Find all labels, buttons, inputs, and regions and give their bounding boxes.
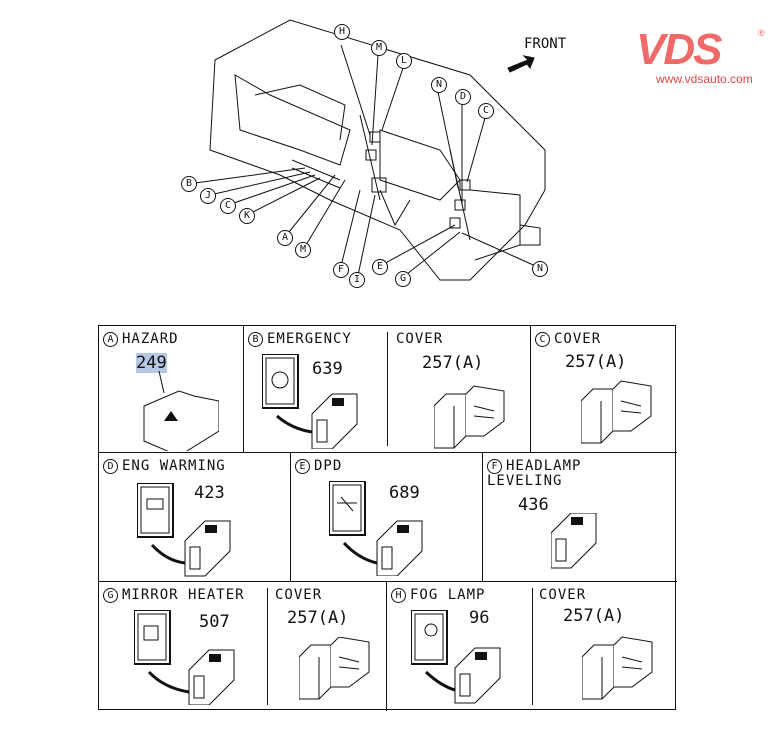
cell-eng-warming: D ENG WARMING 423 <box>99 453 291 582</box>
cell-dpd: E DPD 689 <box>291 453 483 582</box>
part-number: 639 <box>312 359 343 379</box>
logo-url: www.vdsauto.com <box>656 72 753 86</box>
letter-d: D <box>103 459 118 474</box>
callout-g: G <box>395 271 411 287</box>
cell-title: MIRROR HEATER <box>122 587 245 603</box>
cell-title: DPD <box>314 458 343 474</box>
callout-a: A <box>277 230 293 246</box>
callout-n: N <box>431 77 447 93</box>
part-number: 257(A) <box>563 606 625 626</box>
part-number: 96 <box>469 608 490 628</box>
callout-k: K <box>239 208 255 224</box>
front-direction-label: FRONT <box>524 36 567 52</box>
callout-h: H <box>334 24 350 40</box>
part-number: 436 <box>518 495 549 515</box>
cell-title: FOG LAMP <box>410 587 486 603</box>
eng-warming-switch-drawing <box>137 483 231 577</box>
cell-emergency: B EMERGENCY 639 COVER 257(A) <box>244 326 531 453</box>
cell-mirror-heater: G MIRROR HEATER 507 COVER 257(A) <box>99 582 387 711</box>
logo-text: VDS <box>636 25 722 74</box>
letter-c: C <box>535 332 550 347</box>
callout-c2: C <box>220 198 236 214</box>
cell-title: ENG WARMING <box>122 458 226 474</box>
cell-title: EMERGENCY <box>267 331 352 347</box>
callout-n2: N <box>532 261 548 277</box>
callout-f: F <box>333 262 349 278</box>
letter-b: B <box>248 332 263 347</box>
fog-lamp-switch-drawing <box>411 610 501 704</box>
headlamp-leveling-switch-drawing <box>551 513 597 569</box>
callout-e: E <box>372 259 388 275</box>
letter-f: F <box>487 459 502 474</box>
callout-d: D <box>455 89 471 105</box>
cell-title-cover: COVER <box>539 587 587 603</box>
callout-i: I <box>349 272 365 288</box>
cover-drawing <box>434 385 505 449</box>
mirror-heater-switch-drawing <box>134 610 235 705</box>
cell-cover-c: C COVER 257(A) <box>531 326 677 453</box>
part-number: 507 <box>199 612 230 632</box>
vds-logo: VDS ® www.vdsauto.com <box>636 25 766 87</box>
letter-a: A <box>103 332 118 347</box>
fog-lamp-icon <box>424 623 438 637</box>
callout-m: M <box>371 40 387 56</box>
callout-j: J <box>200 188 216 204</box>
cell-title: HAZARD <box>122 331 179 347</box>
cell-fog-lamp: H FOG LAMP 96 COVER 257(A) <box>387 582 677 711</box>
part-number: 249 <box>136 353 167 373</box>
emergency-switch-drawing <box>262 354 358 449</box>
emergency-symbol-icon <box>271 371 289 389</box>
cell-hazard: A HAZARD 249 <box>99 326 244 453</box>
callout-l: L <box>396 53 412 69</box>
part-number: 423 <box>194 483 225 503</box>
part-number: 257(A) <box>422 353 484 373</box>
cell-title-cover: COVER <box>275 587 323 603</box>
part-number: 257(A) <box>565 352 627 372</box>
callout-b: B <box>181 176 197 192</box>
callout-c: C <box>478 103 494 119</box>
callout-m2: M <box>295 242 311 258</box>
hazard-switch-drawing <box>143 371 219 451</box>
dashboard-overview-drawing <box>194 19 546 281</box>
letter-h: H <box>391 588 406 603</box>
letter-e: E <box>295 459 310 474</box>
part-number: 257(A) <box>287 608 349 628</box>
dpd-switch-drawing <box>329 481 423 576</box>
logo-registered: ® <box>758 28 765 38</box>
cell-title-cover: COVER <box>396 331 444 347</box>
cover-drawing <box>582 636 653 700</box>
cover-drawing <box>299 637 370 700</box>
cover-drawing <box>581 380 652 444</box>
cell-title: HEADLAMP LEVELING <box>487 458 582 489</box>
part-number: 689 <box>389 483 420 503</box>
cell-title: COVER <box>554 331 602 347</box>
letter-g: G <box>103 588 118 603</box>
